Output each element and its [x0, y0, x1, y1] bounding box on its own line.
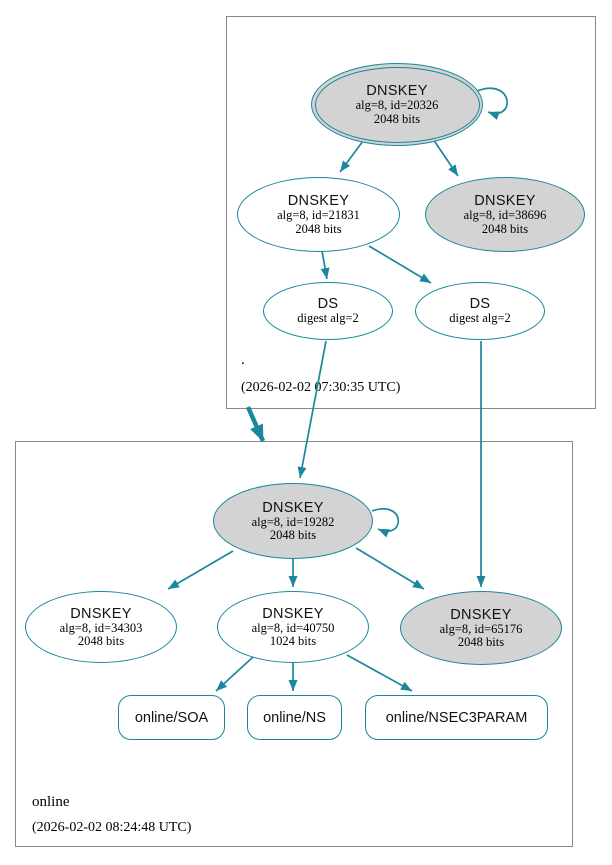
node-detail: alg=8, id=38696	[463, 208, 547, 222]
node-title: DNSKEY	[262, 605, 324, 622]
node-detail: alg=8, id=19282	[251, 514, 335, 529]
node-bits: 2048 bits	[77, 634, 125, 648]
ds-node-right[interactable]: DS digest alg=2	[415, 282, 545, 340]
rrset-online-nsec3param[interactable]: online/NSEC3PARAM	[365, 695, 548, 740]
node-title: DS	[317, 296, 339, 313]
dnskey-node-65176[interactable]: DNSKEY alg=8, id=65176 2048 bits	[400, 591, 562, 665]
dnskey-node-38696[interactable]: DNSKEY alg=8, id=38696 2048 bits	[425, 177, 585, 252]
node-bits: 2048 bits	[373, 111, 421, 126]
node-bits: 1024 bits	[269, 634, 317, 648]
node-detail: alg=8, id=40750	[251, 620, 335, 635]
dnskey-node-19282[interactable]: DNSKEY alg=8, id=19282 2048 bits	[213, 483, 373, 559]
zone-timestamp-root: (2026-02-02 07:30:35 UTC)	[241, 380, 401, 395]
node-bits: 2048 bits	[481, 221, 529, 236]
node-detail: alg=8, id=34303	[59, 620, 143, 635]
zone-timestamp-online: (2026-02-02 08:24:48 UTC)	[32, 820, 192, 835]
dnskey-node-21831[interactable]: DNSKEY alg=8, id=21831 2048 bits	[237, 177, 400, 252]
node-title: DS	[469, 296, 491, 313]
node-detail: alg=8, id=21831	[277, 208, 360, 222]
zone-name-online: online	[32, 794, 70, 810]
ds-node-left[interactable]: DS digest alg=2	[263, 282, 393, 340]
node-detail: alg=8, id=65176	[439, 621, 523, 636]
node-detail: alg=8, id=20326	[355, 98, 439, 112]
node-detail: digest alg=2	[449, 311, 511, 326]
rrset-online-soa[interactable]: online/SOA	[118, 695, 225, 740]
node-title: DNSKEY	[450, 606, 512, 623]
node-bits: 2048 bits	[269, 528, 317, 542]
node-title: DNSKEY	[366, 83, 428, 99]
zone-name-root: .	[241, 352, 245, 368]
edge-delegation-root-online	[245, 406, 266, 442]
dnskey-node-34303[interactable]: DNSKEY alg=8, id=34303 2048 bits	[25, 591, 177, 663]
rrset-online-ns[interactable]: online/NS	[247, 695, 342, 740]
node-title: DNSKEY	[262, 499, 324, 516]
node-title: DNSKEY	[287, 193, 350, 209]
node-bits: 2048 bits	[295, 221, 342, 236]
dnskey-node-20326[interactable]: DNSKEY alg=8, id=20326 2048 bits	[311, 63, 483, 146]
node-title: DNSKEY	[474, 193, 536, 209]
node-title: DNSKEY	[70, 605, 132, 622]
dnskey-node-40750[interactable]: DNSKEY alg=8, id=40750 1024 bits	[217, 591, 369, 663]
node-detail: digest alg=2	[297, 311, 359, 326]
node-bits: 2048 bits	[457, 635, 505, 649]
